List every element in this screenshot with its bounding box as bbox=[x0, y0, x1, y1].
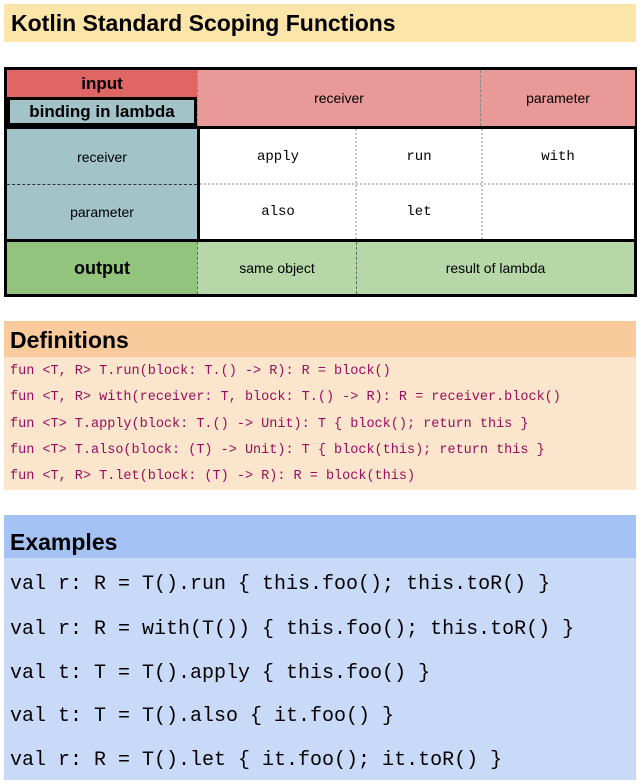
cell-apply: apply bbox=[256, 148, 299, 165]
grid-lines bbox=[200, 129, 634, 239]
output-same-object: same object bbox=[197, 242, 356, 294]
input-header: input bbox=[7, 70, 197, 97]
example-also: val t: T = T().also { it.foo() } bbox=[10, 705, 395, 728]
examples-heading: Examples bbox=[4, 515, 636, 558]
cell-with: with bbox=[541, 148, 575, 165]
page-title: Kotlin Standard Scoping Functions bbox=[4, 4, 636, 42]
definitions-section: Definitions fun <T, R> T.run(block: T.()… bbox=[4, 321, 636, 490]
definition-run: fun <T, R> T.run(block: T.() -> R): R = … bbox=[10, 364, 391, 379]
cell-let: let bbox=[406, 203, 432, 220]
scoping-matrix: input binding in lambda receiver paramet… bbox=[4, 67, 637, 297]
definition-also: fun <T> T.also(block: (T) -> Unit): T { … bbox=[10, 443, 545, 458]
row-parameter: parameter bbox=[70, 203, 134, 220]
output-row: output same object result of lambda bbox=[7, 242, 634, 294]
binding-rows: receiver parameter bbox=[7, 129, 197, 239]
cell-run: run bbox=[406, 148, 432, 165]
example-apply: val t: T = T().apply { this.foo() } bbox=[10, 662, 431, 685]
example-run: val r: R = T().run { this.foo(); this.to… bbox=[10, 573, 551, 596]
example-with: val r: R = with(T()) { this.foo(); this.… bbox=[10, 618, 575, 641]
cell-also: also bbox=[261, 203, 295, 220]
row-receiver: receiver bbox=[7, 129, 197, 185]
definition-let: fun <T, R> T.let(block: (T) -> R): R = b… bbox=[10, 469, 416, 484]
definition-with: fun <T, R> with(receiver: T, block: T.()… bbox=[10, 390, 561, 405]
output-result-of-lambda: result of lambda bbox=[356, 242, 634, 294]
examples-section: Examples val r: R = T().run { this.foo()… bbox=[4, 515, 636, 780]
output-label: output bbox=[7, 242, 197, 294]
definitions-heading: Definitions bbox=[4, 321, 636, 357]
example-let: val r: R = T().let { it.foo(); it.toR() … bbox=[10, 749, 503, 772]
binding-header: binding in lambda bbox=[7, 97, 197, 126]
function-grid: apply run with also let bbox=[197, 129, 634, 239]
column-receiver: receiver bbox=[197, 70, 480, 126]
definition-apply: fun <T> T.apply(block: T.() -> Unit): T … bbox=[10, 417, 529, 432]
column-parameter: parameter bbox=[480, 70, 635, 126]
